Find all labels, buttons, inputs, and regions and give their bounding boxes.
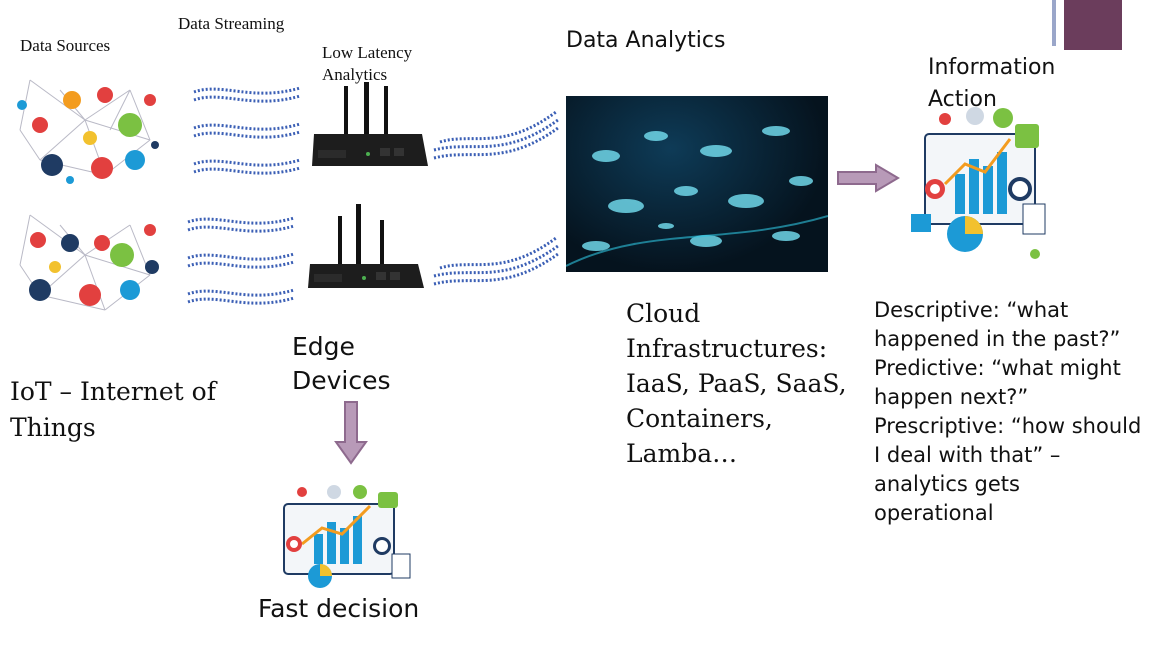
iot-network-icon (19, 214, 159, 311)
iot-label: IoT – Internet of Things (10, 377, 216, 442)
edge-devices-label: Edge Devices (292, 332, 391, 395)
arrow-right-icon (837, 163, 900, 193)
arrow-down-icon (334, 401, 368, 465)
data-streaming-label: Data Streaming (178, 14, 285, 33)
corner-accent-bar (1064, 0, 1122, 50)
analytics-types-list: Descriptive: “what happened in the past?… (874, 296, 1144, 528)
cloud-infrastructures-label: Cloud Infrastructures: IaaS, PaaS, SaaS,… (626, 299, 847, 468)
cloud-icon (566, 96, 828, 272)
analytics-type-descriptive: Descriptive: “what happened in the past?… (874, 298, 1121, 351)
data-stream-icon (433, 236, 559, 286)
analytics-dashboard-icon (911, 107, 1046, 259)
data-analytics-label: Data Analytics (566, 28, 726, 53)
data-stream-icon (187, 216, 295, 305)
data-stream-icon (433, 110, 559, 160)
low-latency-label: Low Latency Analytics (322, 43, 413, 84)
data-stream-icon (193, 86, 301, 175)
corner-accent-line (1052, 0, 1056, 46)
edge-router-icon (308, 204, 424, 288)
analytics-type-prescriptive: Prescriptive: “how should I deal with th… (874, 414, 1142, 525)
analytics-dashboard-icon (283, 485, 411, 588)
fast-decision-label: Fast decision (258, 594, 420, 623)
iot-network-icon (17, 79, 159, 184)
analytics-type-predictive: Predictive: “what might happen next?” (874, 356, 1121, 409)
edge-router-icon (312, 82, 428, 166)
data-sources-label: Data Sources (20, 36, 111, 55)
information-action-label: Information Action (928, 55, 1056, 112)
